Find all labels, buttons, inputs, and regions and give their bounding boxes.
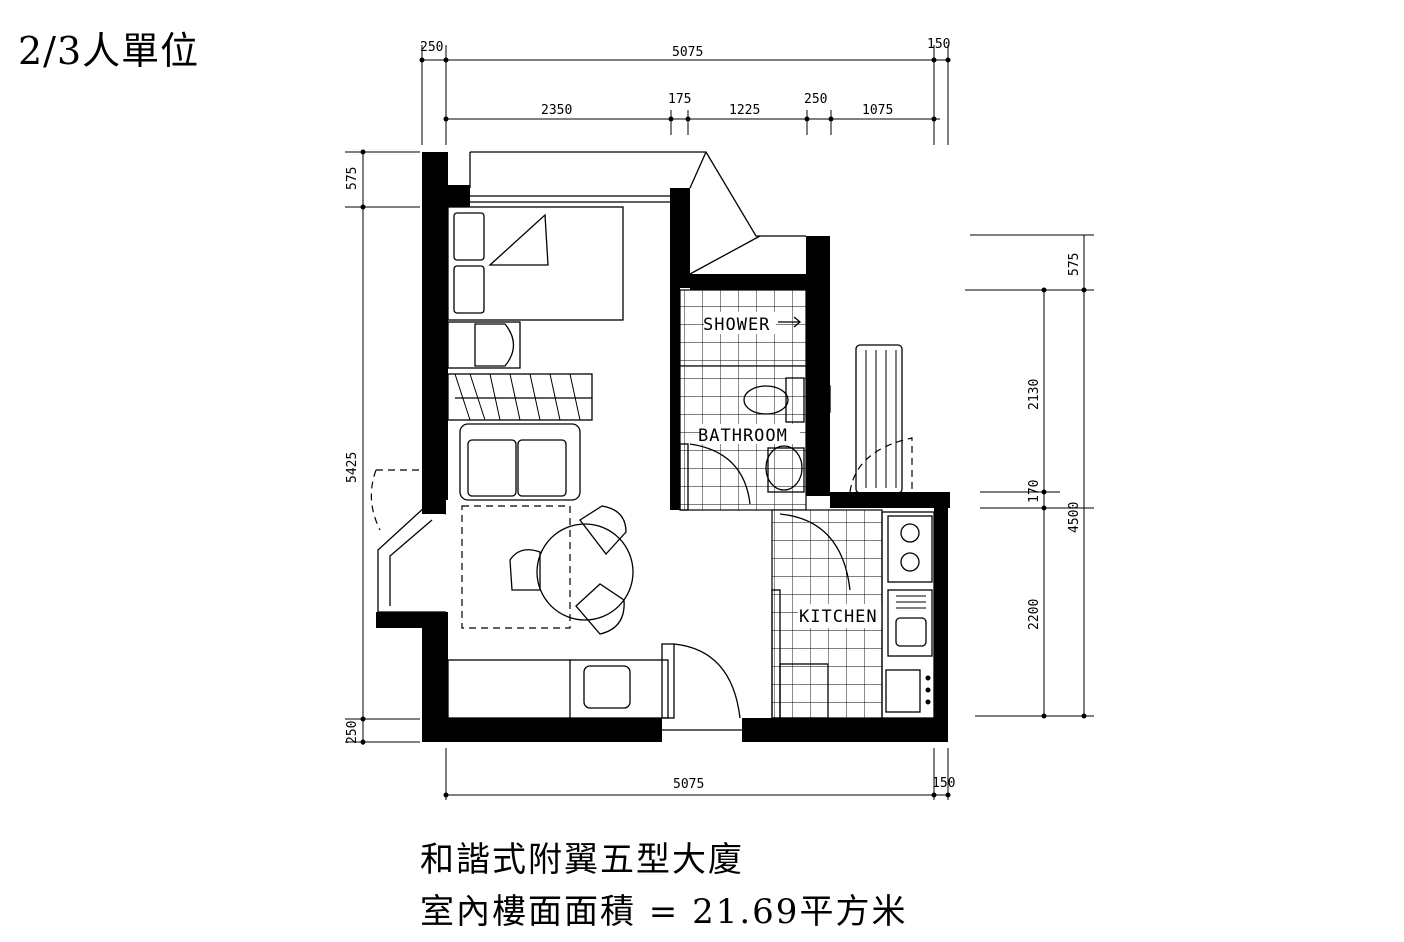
- dim-top-175: 175: [668, 92, 691, 107]
- right-dimensions: 575 4500 2130 170 2200: [965, 234, 1094, 719]
- room-label-shower: SHOWER: [703, 315, 770, 335]
- room-label-kitchen: KITCHEN: [799, 607, 878, 627]
- laundry-rack: [849, 344, 913, 494]
- dim-bottom-150: 150: [932, 776, 955, 791]
- dim-right-2130: 2130: [1027, 379, 1042, 410]
- dim-top-1075: 1075: [862, 103, 893, 118]
- dim-right-170: 170: [1027, 480, 1042, 503]
- bed: [447, 206, 624, 321]
- floor-area: 室內樓面面積 = 21.69平方米: [420, 892, 908, 932]
- kitchen: KITCHEN: [771, 509, 935, 719]
- armchair: [447, 321, 521, 369]
- dim-left-5425: 5425: [345, 452, 360, 483]
- bottom-dimensions: 5075 150: [443, 748, 955, 800]
- bay-window: [370, 469, 447, 613]
- rug: [461, 505, 571, 629]
- bathroom: BATHROOM: [679, 365, 831, 511]
- estate-name: 和諧式附翼五型大廈: [420, 840, 744, 880]
- dim-top-1225: 1225: [729, 103, 760, 118]
- dim-top-2350: 2350: [541, 103, 572, 118]
- dim-bottom-5075: 5075: [673, 777, 704, 792]
- shower-area: SHOWER: [679, 289, 807, 367]
- left-dimensions: 575 5425 250: [345, 149, 420, 745]
- dim-left-250: 250: [345, 721, 360, 744]
- unit-title: 2/3人單位: [18, 29, 200, 73]
- room-label-bathroom: BATHROOM: [698, 426, 788, 446]
- desk: [447, 659, 669, 719]
- balcony: [469, 151, 806, 275]
- cabinet: [447, 373, 593, 421]
- dim-top-250: 250: [420, 40, 443, 55]
- walls: [376, 152, 950, 742]
- sofa: [459, 423, 581, 501]
- dim-top-150: 150: [927, 37, 950, 52]
- dim-right-575: 575: [1067, 253, 1082, 276]
- dim-top-250-b: 250: [804, 92, 827, 107]
- top-dimensions: 250 5075 150 2350 175 1225 250 1075: [419, 37, 951, 145]
- dim-top-5075: 5075: [672, 45, 703, 60]
- dim-left-575: 575: [345, 167, 360, 190]
- dim-right-2200: 2200: [1027, 599, 1042, 630]
- dim-right-4500: 4500: [1067, 502, 1082, 533]
- dining-set: [509, 505, 634, 635]
- entry-door: [661, 643, 742, 731]
